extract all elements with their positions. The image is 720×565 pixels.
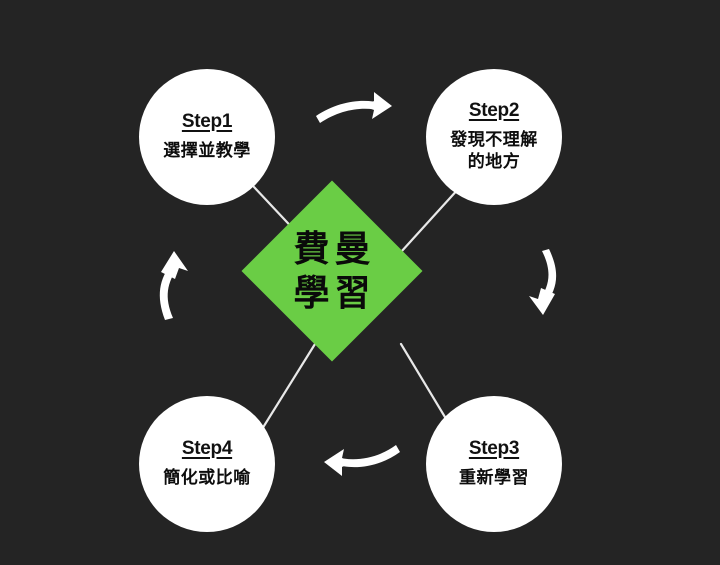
node-step4-description: 簡化或比喻: [163, 467, 251, 487]
center-label-line2: 學習: [293, 272, 376, 313]
arrow-left: [159, 251, 188, 320]
arrow-top: [316, 92, 392, 123]
arrow-right: [529, 249, 557, 315]
node-step4-step-label: Step4: [181, 437, 233, 459]
center-label-line1: 費曼: [293, 228, 376, 270]
node-step1-description: 選擇並教學: [163, 140, 251, 160]
node-step3-description: 重新學習: [459, 467, 529, 487]
node-step2-step-label: Step2: [468, 99, 520, 121]
node-step1[interactable]: Step1 選擇並教學: [139, 69, 275, 205]
node-step3[interactable]: Step3 重新學習: [426, 396, 562, 532]
node-step4[interactable]: Step4 簡化或比喻: [139, 396, 275, 532]
arrow-bottom: [324, 445, 400, 476]
node-step1-step-label: Step1: [181, 110, 233, 132]
node-step2[interactable]: Step2 發現不理解 的地方: [426, 69, 562, 205]
node-step2-description: 發現不理解 的地方: [450, 129, 538, 171]
node-step3-step-label: Step3: [468, 437, 520, 459]
center-label: 費曼 學習: [242, 181, 422, 361]
